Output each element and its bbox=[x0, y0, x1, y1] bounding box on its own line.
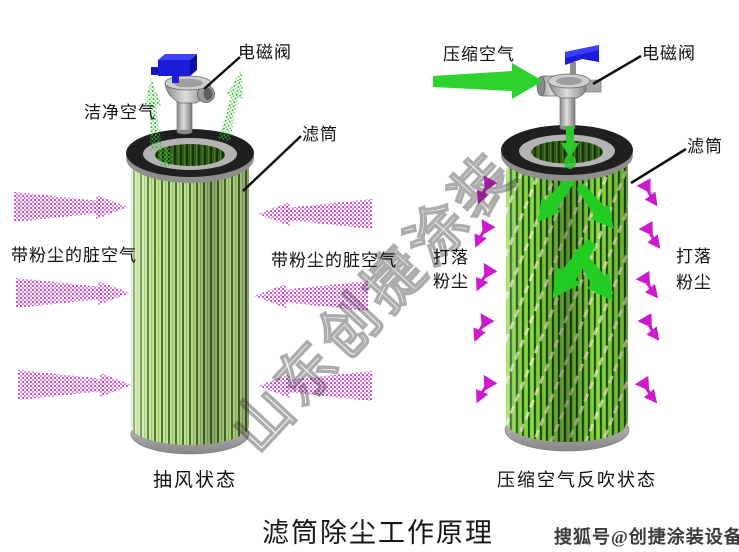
page-title: 滤筒除尘工作原理 bbox=[262, 518, 494, 548]
left-solenoid-valve-label: 电磁阀 bbox=[238, 43, 292, 62]
right-caption: 压缩空气反吹状态 bbox=[497, 470, 657, 490]
left-dirty-air-west-label: 带粉尘的脏空气 bbox=[11, 246, 137, 265]
compressed-air-arrow bbox=[433, 63, 543, 99]
right-dust-west-label-line2: 粉尘 bbox=[433, 272, 469, 291]
right-filter-label: 滤筒 bbox=[687, 137, 723, 156]
right-dust-east-label-line2: 粉尘 bbox=[676, 273, 712, 292]
right-solenoid-valve bbox=[536, 45, 602, 131]
left-clean-air-label: 洁净空气 bbox=[84, 103, 156, 122]
left-clean-air-arrows bbox=[141, 67, 251, 167]
left-solenoid-leader-line bbox=[203, 56, 241, 90]
right-compressed-air-label: 压缩空气 bbox=[443, 45, 515, 64]
left-dust-arrows-west bbox=[14, 192, 132, 400]
right-dust-puffs-west bbox=[466, 175, 498, 408]
left-top-opening bbox=[155, 144, 225, 166]
right-filter-leader-line bbox=[630, 147, 687, 185]
right-dust-east-label-line1: 打落 bbox=[676, 247, 712, 266]
right-solenoid-leader-line bbox=[592, 54, 642, 86]
right-dust-west-label-line1: 打落 bbox=[433, 248, 469, 267]
left-dust-arrows-east bbox=[254, 199, 372, 401]
left-filter-label: 滤筒 bbox=[302, 125, 338, 144]
right-solenoid-valve-label: 电磁阀 bbox=[642, 44, 696, 63]
left-filter-cartridge bbox=[126, 129, 254, 455]
left-filter-leader-line bbox=[242, 135, 302, 192]
left-solenoid-valve bbox=[151, 54, 215, 135]
left-dirty-air-east-label: 带粉尘的脏空气 bbox=[271, 251, 397, 270]
right-dust-puffs-east bbox=[634, 178, 667, 409]
right-valve-down-arrow bbox=[561, 126, 579, 169]
left-caption: 抽风状态 bbox=[153, 470, 238, 491]
sohu-watermark: 搜狐号@创捷涂装设备 bbox=[554, 527, 739, 547]
left-solenoid-coil bbox=[158, 54, 197, 60]
right-filter-cartridge bbox=[501, 125, 633, 452]
